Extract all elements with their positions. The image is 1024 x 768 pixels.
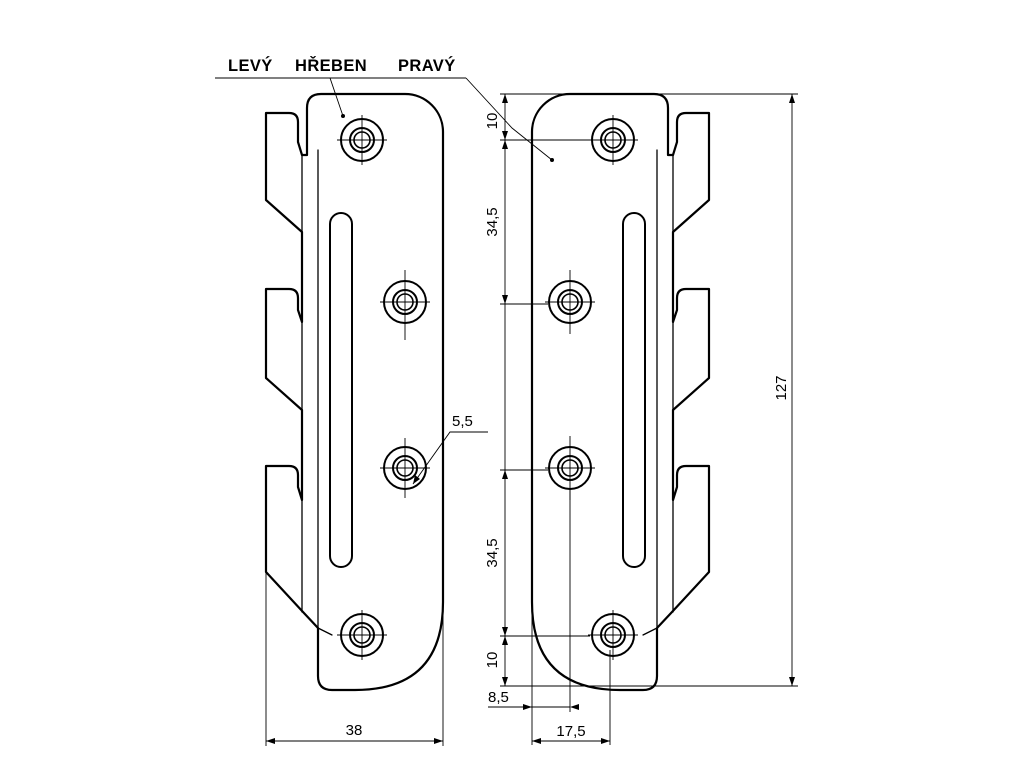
dim-hole-edge-offset: 8,5 bbox=[488, 689, 509, 706]
left-hole-2 bbox=[380, 270, 430, 340]
arrow bbox=[434, 738, 443, 744]
dim-total-width: 38 bbox=[346, 722, 363, 739]
dim-hole-diameter: 5,5 bbox=[452, 413, 473, 430]
label-left: LEVÝ bbox=[228, 56, 273, 75]
right-hole-3 bbox=[545, 436, 595, 500]
arrow bbox=[502, 636, 508, 645]
left-hole-1 bbox=[337, 115, 387, 165]
left-bracket-outline bbox=[264, 92, 445, 692]
right-hole-1 bbox=[588, 115, 638, 165]
right-hole-4 bbox=[588, 610, 638, 660]
label-middle: HŘEBEN bbox=[295, 56, 367, 75]
leader-right-dot bbox=[550, 158, 554, 162]
leader-right bbox=[465, 77, 553, 161]
label-right: PRAVÝ bbox=[398, 56, 456, 75]
arrow bbox=[502, 470, 508, 479]
dimensions: 10 34,5 34,5 10 127 5,5 8,5 17,5 38 bbox=[265, 93, 798, 746]
dim-top-offset: 10 bbox=[484, 113, 501, 130]
dim-total-height: 127 bbox=[773, 375, 790, 400]
left-hole-4 bbox=[337, 610, 387, 660]
arrow bbox=[502, 131, 508, 140]
arrow bbox=[570, 704, 579, 710]
right-bracket-outline bbox=[530, 92, 711, 692]
left-corner-line bbox=[317, 627, 333, 636]
arrow bbox=[502, 627, 508, 636]
arrow bbox=[502, 295, 508, 304]
dim-upper-spacing: 34,5 bbox=[484, 207, 501, 236]
right-corner-line bbox=[642, 627, 658, 636]
arrow bbox=[502, 677, 508, 686]
dim-bottom-offset: 10 bbox=[484, 652, 501, 669]
leader-left bbox=[215, 77, 344, 117]
right-bracket bbox=[530, 92, 711, 692]
left-slot bbox=[329, 212, 353, 568]
arrow bbox=[789, 94, 795, 103]
arrow bbox=[502, 94, 508, 103]
arrow bbox=[413, 475, 420, 484]
dim-hole-row-offset: 17,5 bbox=[556, 723, 585, 740]
arrow bbox=[601, 738, 610, 744]
arrow bbox=[532, 738, 541, 744]
right-slot bbox=[622, 212, 646, 568]
dim-lower-spacing: 34,5 bbox=[484, 538, 501, 567]
left-bracket bbox=[264, 92, 445, 692]
arrow bbox=[502, 140, 508, 149]
leader-left-dot bbox=[341, 114, 345, 118]
arrow bbox=[523, 704, 532, 710]
title-label: LEVÝ HŘEBEN PRAVÝ bbox=[215, 56, 554, 162]
arrow bbox=[789, 677, 795, 686]
right-hole-2 bbox=[545, 270, 595, 334]
dim-hole-diameter-leader bbox=[412, 431, 488, 485]
arrow bbox=[266, 738, 275, 744]
